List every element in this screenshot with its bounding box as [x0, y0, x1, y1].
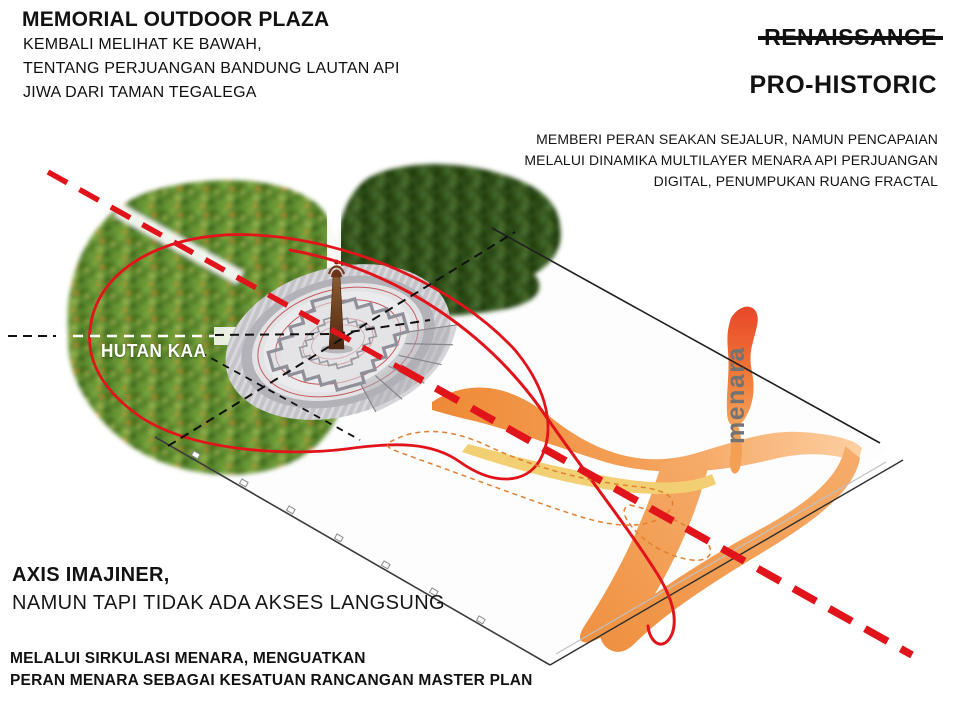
- subtitle-line-2: TENTANG PERJUANGAN BANDUNG LAUTAN API: [23, 60, 400, 77]
- plaza-teardrop-outline: [88, 233, 550, 481]
- concept-rejected: RENAISSANCE: [758, 24, 943, 51]
- subtitle-line-3: JIWA DARI TAMAN TEGALEGA: [23, 84, 257, 101]
- yellow-path: [462, 444, 716, 494]
- axis-heading: AXIS IMAJINER,: [12, 564, 170, 586]
- edge-tick-marks: [190, 450, 486, 625]
- flow-upper-band: [432, 387, 862, 472]
- axis-subheading: NAMUN TAPI TIDAK ADA AKSES LANGSUNG: [12, 592, 446, 614]
- subtitle-line-1: KEMBALI MELIHAT KE BAWAH,: [23, 36, 262, 53]
- concept-selected: PRO-HISTORIC: [749, 71, 937, 99]
- bottom-note-line-1: MELALUI SIRKULASI MENARA, MENGUATKAN: [10, 650, 366, 667]
- menara-flame-drip: [729, 420, 743, 474]
- right-note-line-2: MELALUI DINAMIKA MULTILAYER MENARA API P…: [524, 152, 938, 168]
- imaginary-axis: [46, 169, 914, 659]
- right-note-block: MEMBERI PERAN SEAKAN SEJALUR, NAMUN PENC…: [524, 129, 938, 192]
- orange-dashed-outlines: [386, 430, 712, 561]
- strike-line: [758, 36, 943, 40]
- subtitle-block: KEMBALI MELIHAT KE BAWAH, TENTANG PERJUA…: [23, 33, 400, 105]
- page-title: MEMORIAL OUTDOOR PLAZA: [22, 8, 330, 31]
- guide-lines: [8, 231, 516, 447]
- red-concept-curves: [88, 233, 676, 646]
- site-edges: [154, 227, 904, 666]
- circulation-sweep: [288, 248, 676, 646]
- flow-leg: [580, 452, 712, 643]
- bottom-note-block: MELALUI SIRKULASI MENARA, MENGUATKAN PER…: [10, 648, 533, 692]
- right-note-line-1: MEMBERI PERAN SEAKAN SEJALUR, NAMUN PENC…: [536, 131, 938, 147]
- tower-label: menara: [722, 346, 750, 444]
- forest-label: HUTAN KAA: [101, 341, 207, 361]
- bottom-note-line-2: PERAN MENARA SEBAGAI KESATUAN RANCANGAN …: [10, 672, 533, 689]
- right-note-line-3: DIGITAL, PENUMPUKAN RUANG FRACTAL: [653, 173, 938, 189]
